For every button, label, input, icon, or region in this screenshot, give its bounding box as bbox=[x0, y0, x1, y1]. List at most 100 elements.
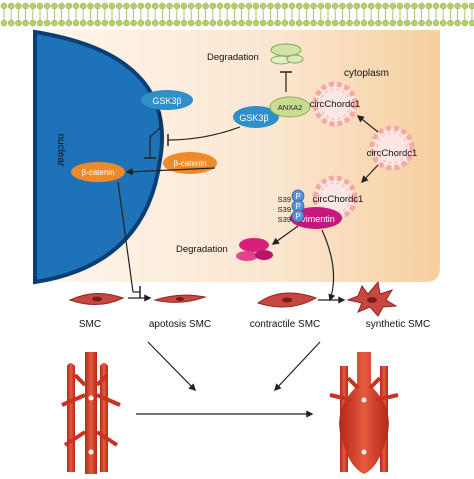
lipid-head bbox=[173, 2, 181, 10]
inhibit-anxa2-degradation bbox=[280, 71, 292, 92]
lipid-head bbox=[15, 19, 22, 27]
s39-label-3: S39 bbox=[278, 215, 291, 224]
lipid-head bbox=[303, 2, 310, 10]
lipid-head bbox=[36, 19, 44, 27]
lipid-head bbox=[360, 2, 368, 10]
synthetic-smc-cell bbox=[346, 280, 398, 317]
phospho-p1: P bbox=[295, 192, 300, 201]
lipid-head bbox=[123, 2, 130, 10]
lipid-head bbox=[375, 19, 382, 27]
lipid-head bbox=[209, 19, 217, 27]
lipid-head bbox=[281, 19, 289, 27]
gsk3b-complex-label: GSK3β bbox=[239, 113, 268, 123]
lipid-head bbox=[353, 19, 361, 27]
lipid-head bbox=[468, 19, 474, 27]
arrow-circ-to-complex bbox=[356, 115, 379, 133]
lipid-head bbox=[159, 19, 166, 27]
lipid-head bbox=[79, 2, 87, 10]
lipid-head bbox=[101, 19, 109, 27]
beta-catenin-nuclear-label: β-catenin bbox=[81, 168, 114, 177]
arrow-left-to-aneurysm bbox=[147, 341, 197, 392]
lipid-head bbox=[317, 19, 325, 27]
lipid-head bbox=[274, 19, 281, 27]
lipid-head bbox=[382, 19, 389, 27]
lipid-head bbox=[281, 2, 289, 10]
lipid-head bbox=[195, 2, 202, 10]
lipid-head bbox=[166, 2, 173, 10]
lipid-head bbox=[461, 19, 469, 27]
lipid-head bbox=[29, 19, 37, 27]
lipid-head bbox=[36, 2, 44, 10]
lipid-head bbox=[144, 19, 152, 27]
lipid-head bbox=[439, 2, 447, 10]
lipid-head bbox=[447, 2, 454, 10]
lipid-head bbox=[115, 19, 123, 27]
lipid-head bbox=[202, 2, 209, 10]
lipid-head bbox=[123, 19, 130, 27]
nuclear-label: nuclear bbox=[55, 134, 66, 167]
lipid-head bbox=[259, 19, 267, 27]
smc-label: SMC bbox=[79, 319, 101, 330]
lipid-head bbox=[94, 2, 101, 10]
lipid-head bbox=[367, 19, 375, 27]
lipid-head bbox=[461, 2, 469, 10]
lipid-head bbox=[108, 19, 116, 27]
gsk3b-free-label: GSK3β bbox=[152, 96, 181, 106]
lipid-head bbox=[108, 2, 116, 10]
gsk3b-anxa2-complex: GSK3β ANXA2 bbox=[233, 96, 311, 128]
lipid-head bbox=[418, 2, 425, 10]
lipid-head bbox=[331, 2, 339, 10]
lipid-head bbox=[180, 2, 188, 10]
synthetic-smc-label: synthetic SMC bbox=[366, 319, 430, 330]
lipid-head bbox=[58, 2, 65, 10]
lipid-head bbox=[238, 2, 245, 10]
lipid-head bbox=[29, 2, 37, 10]
arrow-vimentin-to-degradation bbox=[271, 225, 299, 245]
lipid-head bbox=[151, 2, 159, 10]
lipid-head bbox=[259, 2, 267, 10]
lipid-head bbox=[223, 2, 231, 10]
lipid-head bbox=[295, 19, 303, 27]
lipid-head bbox=[43, 19, 51, 27]
lipid-head bbox=[216, 2, 224, 10]
lipid-head bbox=[339, 19, 346, 27]
lipid-head bbox=[87, 19, 94, 27]
lipid-head bbox=[468, 2, 474, 10]
lipid-head bbox=[58, 19, 65, 27]
normal-aorta bbox=[61, 352, 121, 474]
lipid-head bbox=[195, 19, 202, 27]
aneurysm-aorta bbox=[329, 352, 399, 474]
arrow-complex-to-gsk3b bbox=[167, 126, 241, 141]
circchordc1-right-label: circChordc1 bbox=[367, 148, 418, 159]
lipid-head bbox=[180, 19, 188, 27]
nucleus bbox=[33, 29, 164, 285]
lipid-head bbox=[411, 19, 418, 27]
lipid-head bbox=[346, 2, 353, 10]
lipid-head bbox=[353, 2, 361, 10]
lipid-head bbox=[288, 19, 296, 27]
lipid-head bbox=[454, 19, 461, 27]
lipid-head bbox=[252, 19, 260, 27]
lipid-head bbox=[223, 19, 231, 27]
lipid-head bbox=[7, 2, 15, 10]
lipid-head bbox=[396, 19, 404, 27]
s39-label-2: S39 bbox=[278, 205, 291, 214]
circchordc1-right: circChordc1 bbox=[367, 125, 418, 171]
lipid-head bbox=[216, 19, 224, 27]
lipid-head bbox=[288, 2, 296, 10]
beta-catenin-cytoplasm: β-catenin bbox=[163, 152, 217, 174]
cytoplasm-label: cytoplasm bbox=[344, 68, 389, 79]
degradation-top-label: Degradation bbox=[207, 52, 259, 63]
phospho-s39-group: P P P S39 S39 S39 bbox=[278, 189, 305, 224]
lipid-head bbox=[137, 2, 145, 10]
lipid-head bbox=[137, 19, 145, 27]
circchordc1-complex-label: circChordc1 bbox=[310, 99, 361, 110]
lipid-head bbox=[310, 2, 317, 10]
anxa2-label: ANXA2 bbox=[278, 103, 303, 112]
lipid-head bbox=[389, 19, 397, 27]
lipid-head bbox=[382, 2, 389, 10]
cell-membrane bbox=[0, 2, 474, 27]
lipid-head bbox=[94, 19, 101, 27]
lipid-head bbox=[267, 19, 274, 27]
